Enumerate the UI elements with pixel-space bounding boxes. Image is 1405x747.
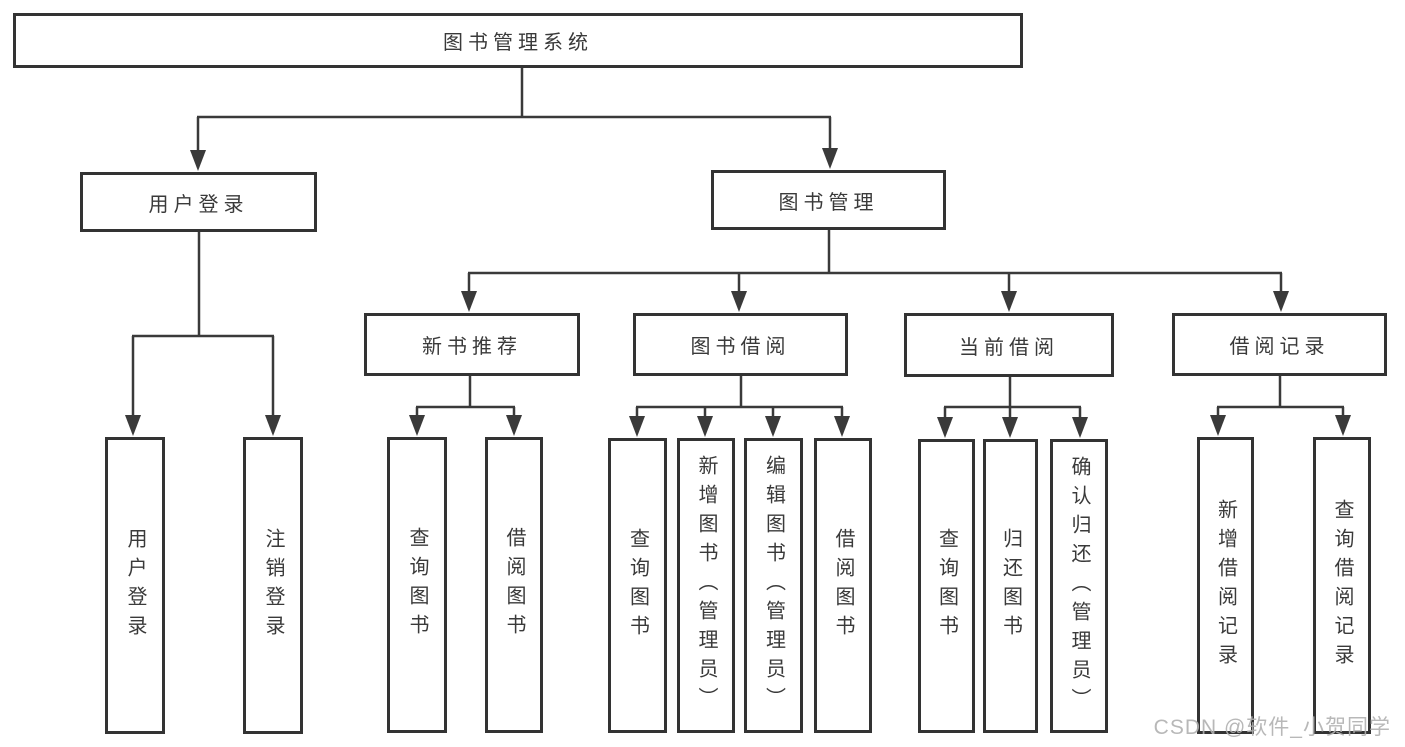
arrow-down-icon bbox=[265, 415, 281, 436]
arrow-down-icon bbox=[1210, 415, 1226, 436]
leaf-current-query-books: 查询图书 bbox=[918, 439, 975, 733]
leaf-newrec-query-books: 查询图书 bbox=[387, 437, 447, 733]
leaf-borrow-borrow-books: 借阅图书 bbox=[814, 438, 872, 733]
node-book-management: 图书管理 bbox=[711, 170, 946, 230]
node-new-book-recommend: 新书推荐 bbox=[364, 313, 580, 376]
connector-book-borrow-to-children bbox=[635, 375, 844, 419]
leaf-borrow-query-books: 查询图书 bbox=[608, 438, 667, 733]
arrow-down-icon bbox=[1001, 291, 1017, 312]
leaf-user-login: 用户登录 bbox=[105, 437, 165, 734]
arrow-down-icon bbox=[461, 291, 477, 312]
connector-current-borrow-to-children bbox=[943, 376, 1082, 419]
arrow-down-icon bbox=[409, 415, 425, 436]
connector-book-mgmt-to-level3 bbox=[467, 230, 1283, 295]
arrowheads bbox=[125, 148, 1351, 438]
leaf-logout: 注销登录 bbox=[243, 437, 303, 734]
node-current-borrow: 当前借阅 bbox=[904, 313, 1114, 377]
arrow-down-icon bbox=[834, 416, 850, 437]
arrow-down-icon bbox=[697, 416, 713, 437]
arrow-down-icon bbox=[629, 416, 645, 437]
connector-root-to-level2 bbox=[196, 68, 832, 154]
leaf-borrow-add-books: 新增图书（管理员） bbox=[677, 438, 735, 733]
arrow-down-icon bbox=[937, 417, 953, 438]
arrow-down-icon bbox=[731, 291, 747, 312]
node-user-login: 用户登录 bbox=[80, 172, 317, 232]
arrow-down-icon bbox=[822, 148, 838, 169]
arrow-down-icon bbox=[1072, 417, 1088, 438]
leaf-records-query-record: 查询借阅记录 bbox=[1313, 437, 1371, 734]
arrow-down-icon bbox=[1273, 291, 1289, 312]
arrow-down-icon bbox=[1002, 417, 1018, 438]
watermark: CSDN @软件_小贺同学 bbox=[1153, 716, 1391, 739]
arrow-down-icon bbox=[1335, 415, 1351, 436]
leaf-borrow-edit-books: 编辑图书（管理员） bbox=[744, 438, 803, 733]
arrow-down-icon bbox=[190, 150, 206, 171]
leaf-records-add-record: 新增借阅记录 bbox=[1197, 437, 1254, 734]
node-borrow-records: 借阅记录 bbox=[1172, 313, 1387, 376]
connector-new-book-rec-to-children bbox=[415, 375, 516, 418]
leaf-current-confirm-return: 确认归还（管理员） bbox=[1050, 439, 1108, 733]
connector-borrow-records-to-children bbox=[1216, 375, 1345, 418]
node-root: 图书管理系统 bbox=[13, 13, 1023, 68]
connector-user-login-to-children bbox=[131, 232, 275, 419]
arrow-down-icon bbox=[125, 415, 141, 436]
node-book-borrow: 图书借阅 bbox=[633, 313, 848, 376]
leaf-current-return-books: 归还图书 bbox=[983, 439, 1038, 733]
arrow-down-icon bbox=[506, 415, 522, 436]
leaf-newrec-borrow-books: 借阅图书 bbox=[485, 437, 543, 733]
arrow-down-icon bbox=[765, 416, 781, 437]
